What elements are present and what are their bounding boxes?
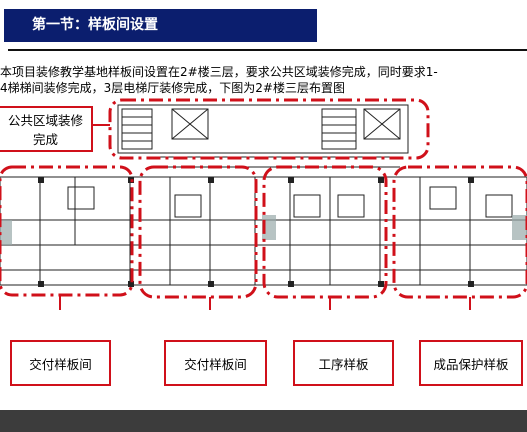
intro-line-2: 4梯梯间装修完成，3层电梯厅装修完成，下图为2#楼三层布置图 [0,81,345,95]
delivery-room-2-callout: 交付样板间 [164,340,267,386]
public-area-zone [108,98,430,160]
delivery-zone-1 [0,165,134,297]
footer-bar [0,410,527,432]
public-area-line-1: 公共区域装修 [7,113,83,128]
delivery-room-1-callout: 交付样板间 [10,340,111,386]
intro-text: 本项目装修教学基地样板间设置在2#楼三层，要求公共区域装修完成，同时要求1- 4… [0,64,527,96]
public-area-callout: 公共区域装修 完成 [0,106,93,152]
delivery-zone-2 [138,165,258,299]
process-zone [262,165,388,299]
section-title: 第一节：样板间设置 [4,9,317,42]
protection-zone [392,165,527,299]
process-sample-callout: 工序样板 [293,340,394,386]
floor-plan [0,98,527,310]
title-divider [8,49,527,51]
public-area-line-2: 完成 [32,132,58,147]
intro-line-1: 本项目装修教学基地样板间设置在2#楼三层，要求公共区域装修完成，同时要求1- [0,65,438,79]
protection-sample-callout: 成品保护样板 [419,340,523,386]
